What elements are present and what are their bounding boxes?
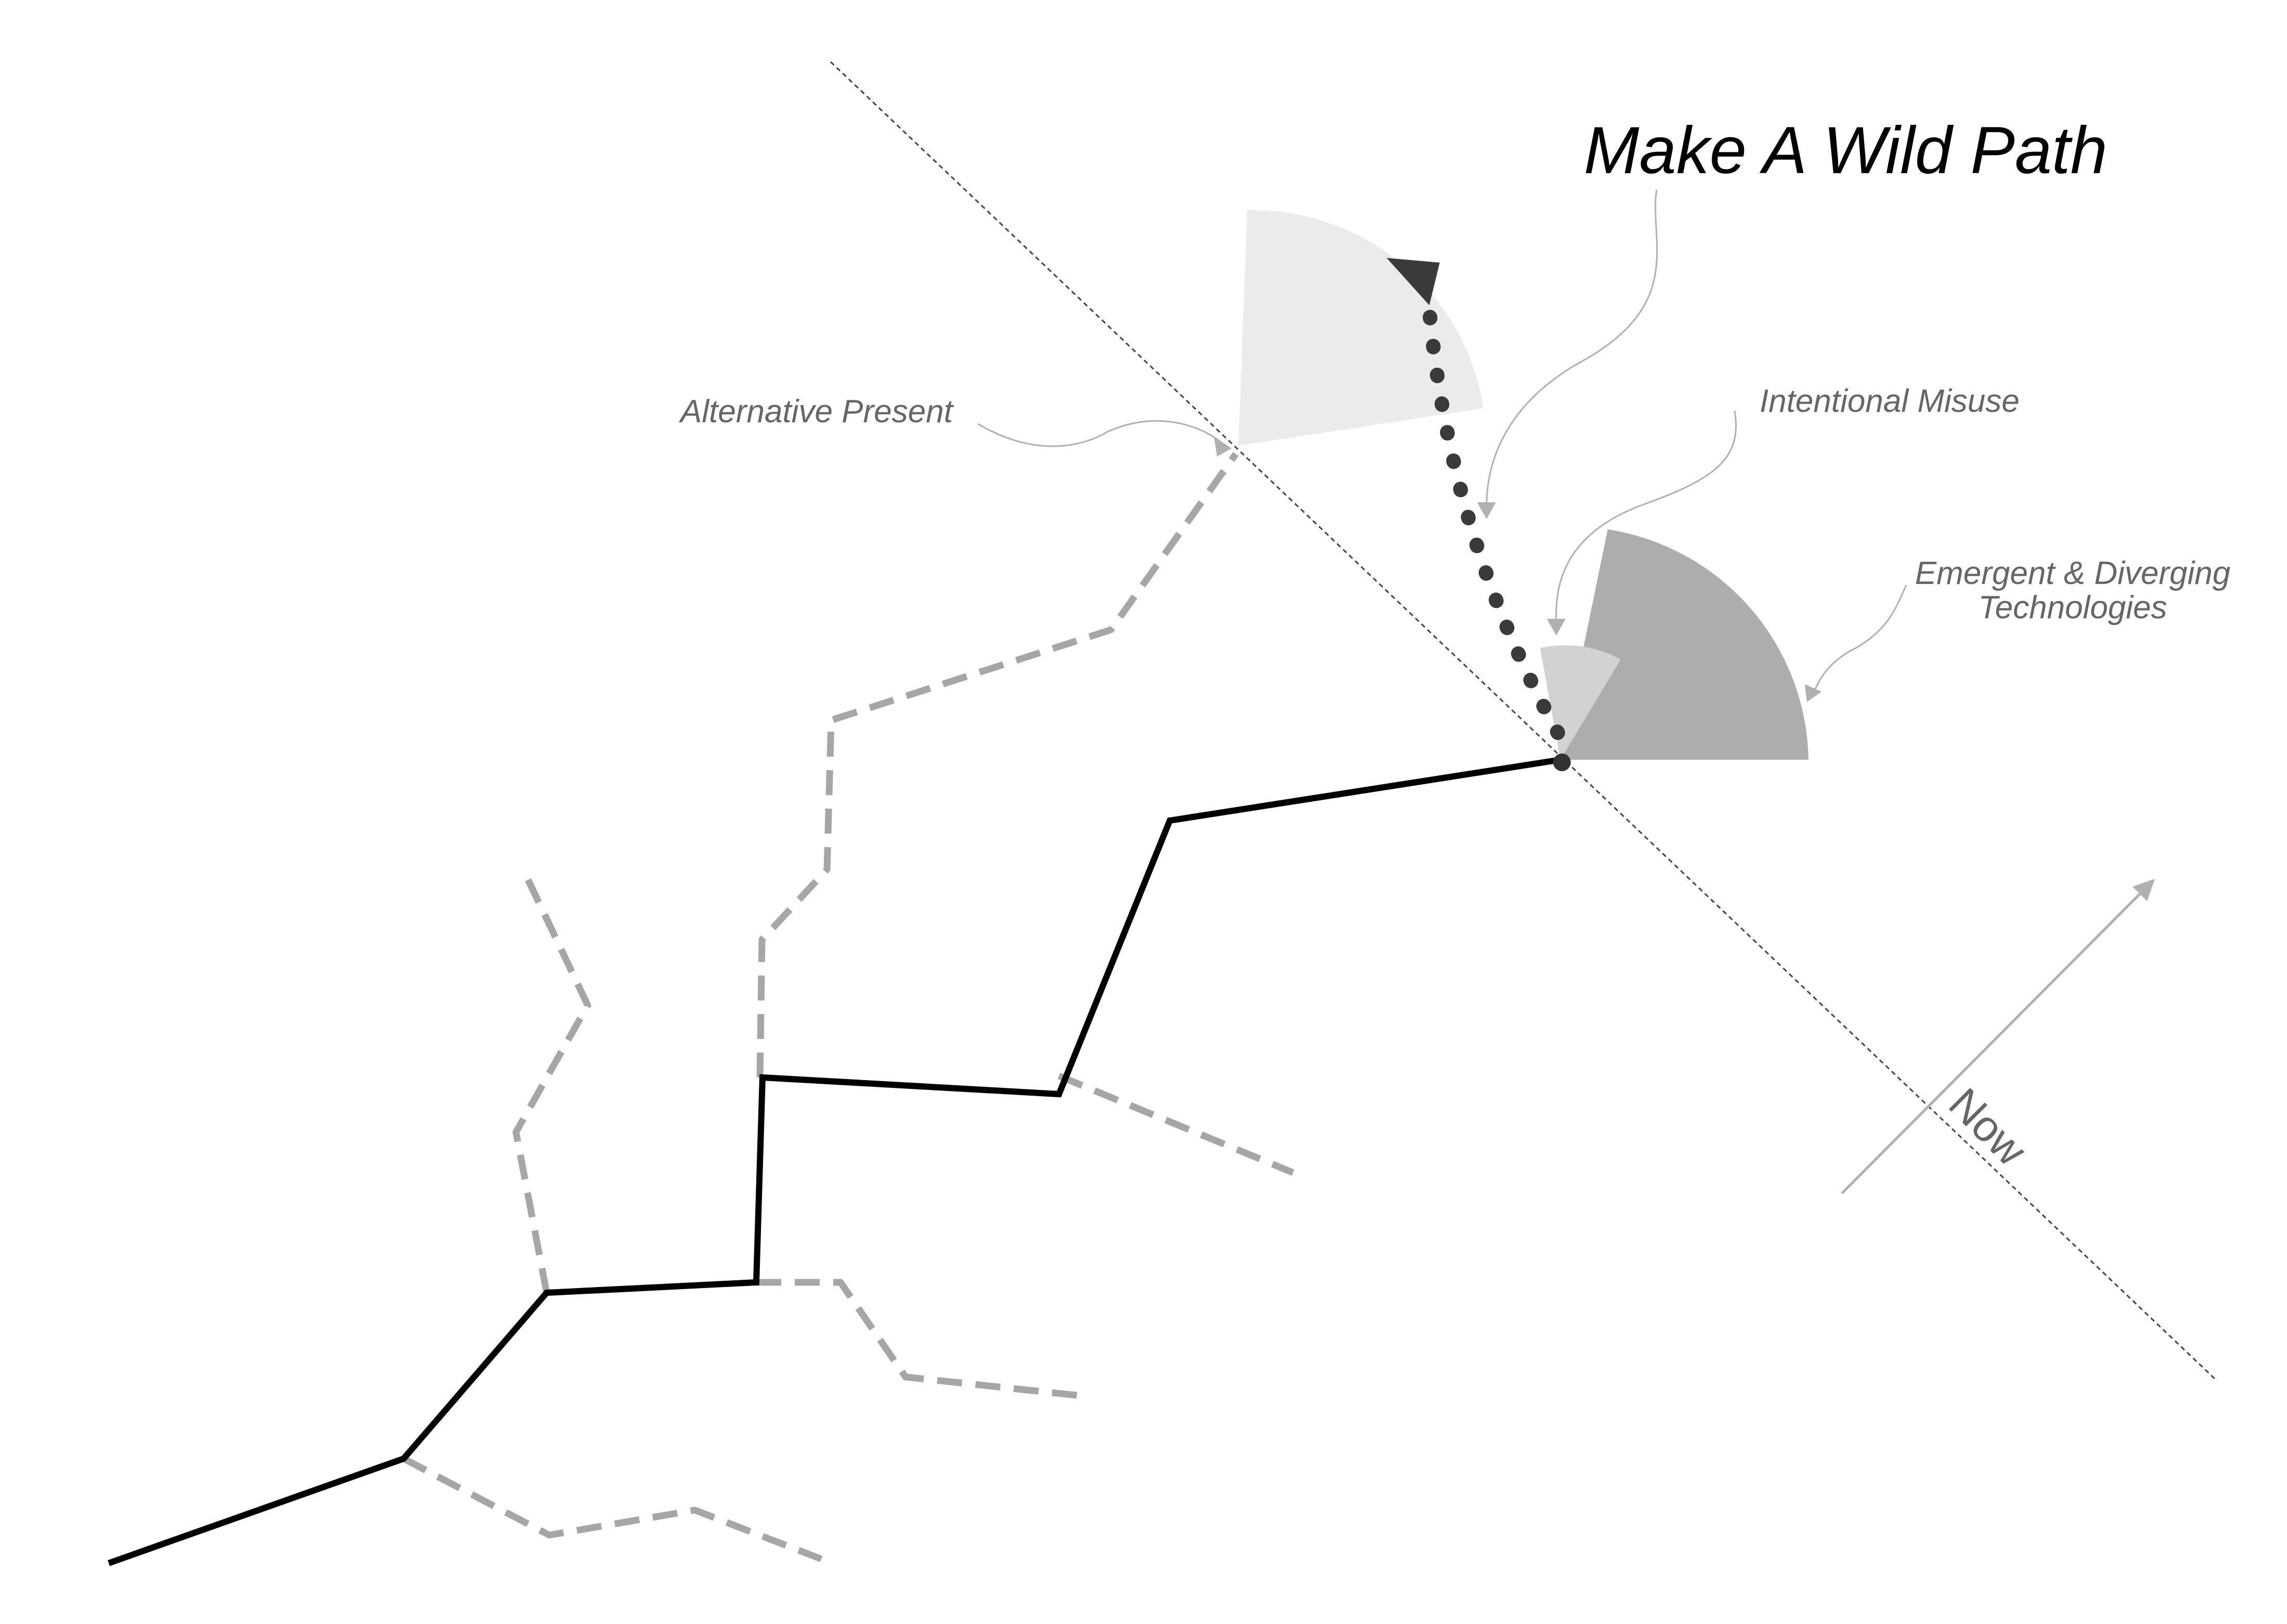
arrowhead-intentional-misuse <box>1547 619 1566 635</box>
now-arrow-line <box>1841 885 2149 1194</box>
alternative-path-to-present <box>756 452 1239 1078</box>
title-make-a-wild-path: Make A Wild Path <box>1584 113 2108 188</box>
label-alternative-present: Alternative Present <box>678 394 954 430</box>
arrowhead-emergent-technologies <box>1805 684 1821 702</box>
arrowhead-wild-path <box>1477 502 1496 519</box>
leader-intentional-misuse <box>1555 410 1737 620</box>
alternative-branch-upper-left <box>512 874 591 1294</box>
leader-arrowheads <box>1214 437 2155 901</box>
now-line <box>830 61 2218 1382</box>
main-path <box>107 757 1561 1566</box>
alternative-branch-mid-right <box>1057 1072 1295 1176</box>
leader-alternative-present <box>977 420 1220 447</box>
leader-wild-path <box>1485 189 1658 504</box>
alternative-present-cone <box>1238 210 1483 446</box>
arrowhead-alternative-present <box>1214 437 1232 457</box>
label-emergent-technologies-line1: Emergent & Diverging <box>1915 555 2231 591</box>
label-now: Now <box>1940 1079 2036 1175</box>
present-point <box>1553 753 1571 771</box>
wild-path-arrowhead <box>1387 258 1440 305</box>
alternative-branch-center <box>756 1279 1086 1400</box>
label-intentional-misuse: Intentional Misuse <box>1760 383 2020 419</box>
leader-lines <box>977 189 2149 1194</box>
leader-emergent-technologies <box>1813 584 1907 692</box>
alternative-branch-bottom <box>402 1456 823 1563</box>
now-arrowhead <box>2133 879 2155 901</box>
emergent-technologies-cone <box>1560 529 1808 760</box>
alternative-paths <box>402 452 1295 1563</box>
wild-path <box>1420 284 1565 740</box>
label-emergent-technologies-line2: Technologies <box>1978 590 2167 626</box>
